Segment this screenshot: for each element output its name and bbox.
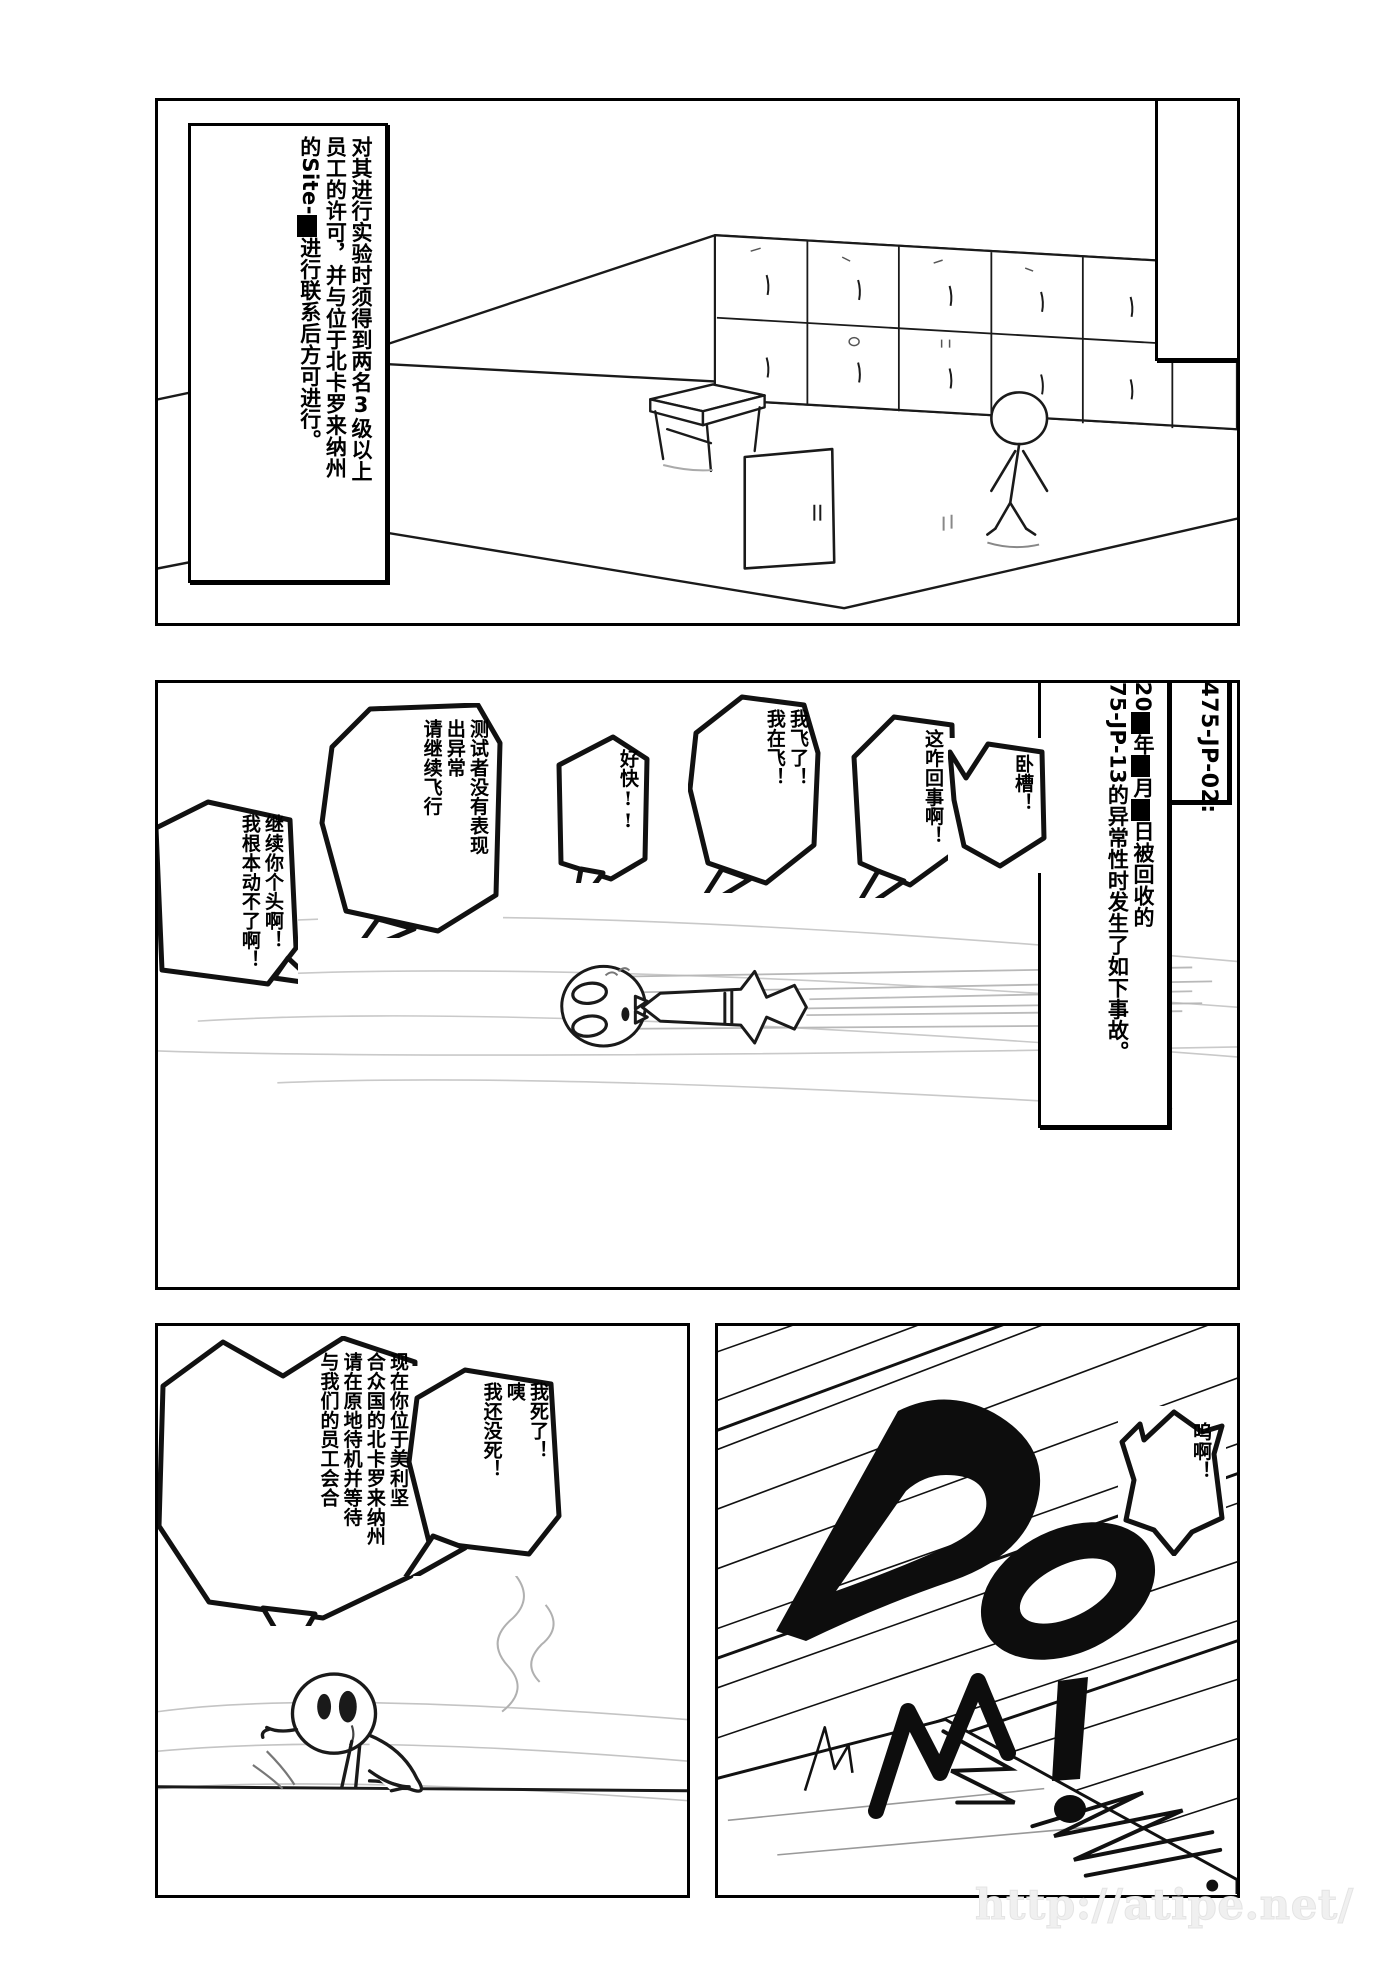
caption-line: 在确认于20年月日被回收的 [1129, 683, 1155, 1115]
panel-containment-room: SCP-1475-JP被收容在 Site-81的低危物品 收容柜中。 对其进行实… [155, 98, 1240, 626]
landing-ground-art [158, 1572, 687, 1802]
balloon-line: 我根本动不了啊！ [238, 814, 261, 970]
balloon-location-report: 现在你位于美利坚 合众国的北卡罗来纳州 请在原地待机并等待 与我们的员工会合 [158, 1336, 423, 1626]
redaction-block [297, 214, 318, 237]
containment-procedures-caption: SCP-1475-JP被收容在 Site-81的低危物品 收容柜中。 [1155, 101, 1240, 361]
balloon-im-flying: 我飞了！ 我在飞！ [688, 693, 823, 893]
caption-line: 的Site-进行联系后方可进行。 [297, 136, 322, 452]
caption-line: 收容柜中。 [1234, 102, 1240, 210]
testing-procedures-caption: 对其进行实验时须得到两名3级以上 员工的许可，并与位于北卡罗来纳州 的Site-… [188, 123, 388, 583]
balloon-line: 卧槽！ [1012, 754, 1034, 813]
balloon-whats-going-on: 这咋回事啊！ [848, 713, 958, 898]
balloon-not-dead: 我死了！ 咦 我还没死！ [403, 1366, 563, 1576]
balloon-line: 我飞了！ [787, 709, 809, 787]
panel-impact: 呜啊！ [715, 1323, 1240, 1898]
redaction-block [1130, 755, 1151, 778]
incident-record-header: 事故记录1475-JP-02: [1168, 680, 1230, 814]
redaction-block [1130, 798, 1151, 821]
caption-line: SCP-1475-JP-13的异常性时发生了如下事故。 [1105, 680, 1130, 1063]
balloon-line: 请继续飞行 [420, 719, 443, 816]
balloon-line: 我还没死！ [480, 1382, 503, 1479]
balloon-line: 测试者没有表现 [467, 719, 489, 855]
balloon-line: 现在你位于美利坚 [387, 1352, 409, 1508]
balloon-so-fast: 好快!! [553, 733, 653, 883]
balloon-cannot-move: 继续你个头啊！ 我根本动不了啊！ [158, 798, 298, 988]
balloon-keep-flying: 测试者没有表现 出异常 请继续飞行 [318, 703, 503, 938]
panel-landing: 现在你位于美利坚 合众国的北卡罗来纳州 请在原地待机并等待 与我们的员工会合 我… [155, 1323, 690, 1898]
balloon-line: 出异常 [443, 719, 466, 778]
balloon-wocao: 卧槽！ [948, 738, 1048, 873]
balloon-line: 合众国的北卡罗来纳州 [363, 1352, 386, 1546]
balloon-line: 好快!! [617, 749, 639, 833]
sfx-dom-text [776, 1399, 1156, 1823]
containment-room-art [158, 234, 1237, 610]
balloon-line: 我在飞！ [763, 709, 786, 787]
balloon-line: 请在原地待机并等待 [340, 1352, 363, 1527]
balloon-line: 我死了！ [527, 1382, 549, 1460]
panel-flight-incident: 事故记录1475-JP-02: 在确认于20年月日被回收的 SCP-1475-J… [155, 680, 1240, 1290]
balloon-line: 继续你个头啊！ [262, 814, 284, 950]
site-watermark: http://atipe.net/ [975, 1880, 1354, 1930]
incident-record-caption: 在确认于20年月日被回收的 SCP-1475-JP-13的异常性时发生了如下事故… [1038, 680, 1170, 1128]
balloon-line: 与我们的员工会合 [317, 1352, 340, 1508]
caption-line: 对其进行实验时须得到两名3级以上 [349, 136, 373, 482]
incident-record-label: 事故记录1475-JP-02: [1196, 680, 1221, 814]
caption-line: 员工的许可，并与位于北卡罗来纳州 [323, 136, 348, 479]
redaction-block [1130, 711, 1151, 734]
balloon-line: 咦 [503, 1382, 526, 1402]
balloon-line: 这咋回事啊！ [922, 729, 944, 846]
